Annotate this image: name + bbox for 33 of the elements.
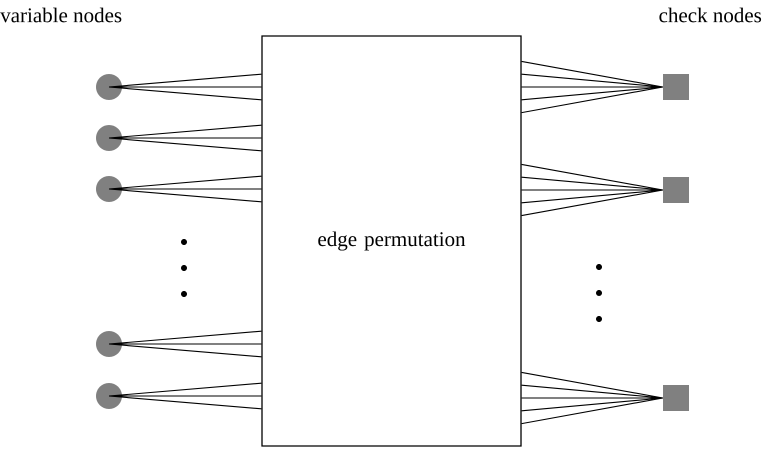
connector-line [108, 188, 262, 202]
connector-line [522, 176, 663, 191]
connector-line [108, 395, 262, 410]
connector-line [522, 397, 663, 412]
variable-node-circle [96, 331, 122, 357]
connector-line [108, 86, 262, 100]
connector-line [522, 86, 663, 114]
connector-line [522, 164, 663, 191]
connector-line [522, 60, 663, 88]
connector-line [108, 330, 262, 345]
connector-line [108, 176, 262, 190]
connector-line [522, 189, 663, 204]
group-label: check nodes [659, 8, 762, 22]
permutation-box: edge permutation [261, 35, 522, 447]
check-node-square [663, 177, 689, 203]
variable-node-circle [96, 125, 122, 151]
connector-line [522, 74, 663, 88]
connector-line [108, 343, 262, 358]
variable-node-circle [96, 74, 122, 100]
connector-line [108, 382, 262, 397]
connector-line [108, 74, 262, 88]
connector-line [522, 189, 663, 216]
connector-line [522, 86, 663, 100]
connector-line [522, 372, 663, 399]
check-node-square [663, 385, 689, 411]
connector-line [108, 124, 262, 139]
connector-line [108, 137, 262, 152]
connector-line [522, 397, 663, 424]
variable-node-circle [96, 176, 122, 202]
connector-line [522, 384, 663, 399]
check-node-square [663, 74, 689, 100]
variable-node-circle [96, 383, 122, 409]
group-label: variable nodes [0, 8, 122, 22]
